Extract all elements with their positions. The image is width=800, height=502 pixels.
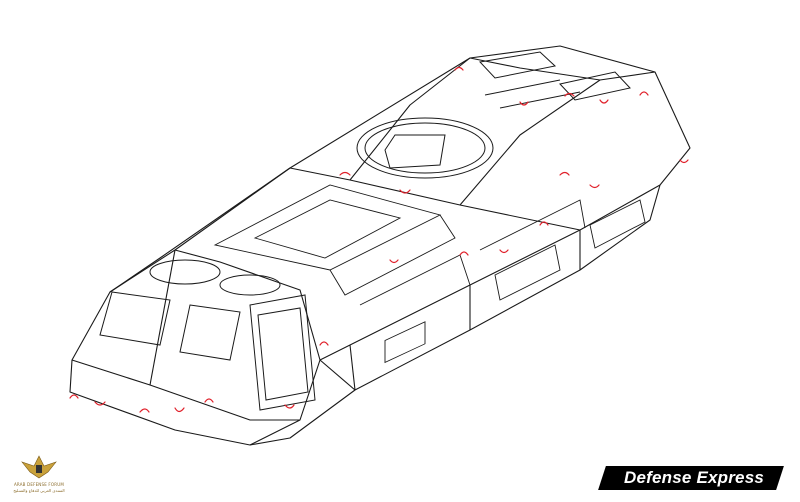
side-panels	[359, 199, 646, 364]
crew-compartment-interior	[213, 184, 456, 296]
watermark-line1: ARAB DEFENSE FORUM	[13, 482, 65, 487]
eagle-crest-icon	[21, 455, 57, 479]
hull-outline	[69, 45, 691, 446]
roof-hatch-large	[356, 117, 494, 179]
brand-label: Defense Express	[623, 468, 765, 487]
side-door-opening	[249, 294, 316, 411]
roof-hatches-rear	[478, 51, 631, 109]
front-windows	[99, 259, 281, 361]
arab-defense-forum-watermark: ARAB DEFENSE FORUM المنتدى العربي للدفاع…	[6, 452, 72, 498]
watermark-line2: المنتدى العربي للدفاع والتسليح	[13, 488, 65, 493]
red-annotation-marks	[69, 66, 689, 413]
